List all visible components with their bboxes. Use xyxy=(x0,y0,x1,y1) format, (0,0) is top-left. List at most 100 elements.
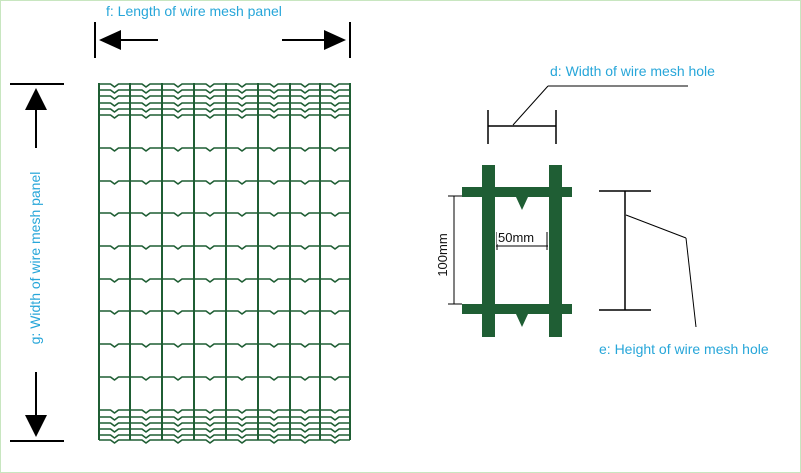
horizontal-wire xyxy=(130,310,162,315)
horizontal-wire xyxy=(258,428,290,433)
horizontal-wire xyxy=(290,102,320,107)
horizontal-wire xyxy=(290,422,320,427)
hole-detail: d: Width of wire mesh hole 50mm 100mm e:… xyxy=(435,63,769,357)
horizontal-wire xyxy=(130,434,162,439)
horizontal-wire xyxy=(258,108,290,113)
horizontal-wire xyxy=(162,147,194,152)
horizontal-wire xyxy=(320,416,350,421)
inner-width-label-bg xyxy=(497,229,545,244)
hole-height-leader-lower xyxy=(685,237,697,328)
inner-width-dim-label: 50mm xyxy=(498,230,534,245)
horizontal-wire xyxy=(258,114,290,119)
horizontal-wire xyxy=(99,180,130,185)
horizontal-wire xyxy=(130,422,162,427)
horizontal-wire xyxy=(226,147,258,152)
horizontal-wire xyxy=(320,428,350,433)
horizontal-wire xyxy=(258,95,290,100)
horizontal-wire xyxy=(99,428,130,433)
horizontal-wire xyxy=(130,89,162,94)
horizontal-wire xyxy=(130,102,162,107)
horizontal-wire xyxy=(258,102,290,107)
horizontal-wire xyxy=(258,439,290,444)
horizontal-wire xyxy=(130,147,162,152)
horizontal-wire xyxy=(290,83,320,88)
horizontal-wire xyxy=(162,434,194,439)
horizontal-wire xyxy=(194,83,226,88)
panel-width-dimension: g: Width of wire mesh panel xyxy=(10,83,64,442)
horizontal-wire xyxy=(320,245,350,250)
horizontal-wire xyxy=(162,108,194,113)
hole-width-leader xyxy=(512,85,549,126)
horizontal-wire xyxy=(130,439,162,444)
horizontal-wire xyxy=(226,434,258,439)
horizontal-wire xyxy=(320,89,350,94)
horizontal-wire xyxy=(320,180,350,185)
horizontal-wire xyxy=(320,102,350,107)
horizontal-wire xyxy=(290,376,320,381)
horizontal-wire xyxy=(130,416,162,421)
horizontal-wire xyxy=(130,245,162,250)
horizontal-wire xyxy=(226,212,258,217)
hole-bottom-horizontal-wire xyxy=(462,304,572,314)
inner-height-dim-label: 100mm xyxy=(435,233,450,276)
horizontal-wire xyxy=(99,114,130,119)
horizontal-wire xyxy=(258,147,290,152)
horizontal-wire xyxy=(226,439,258,444)
horizontal-wire xyxy=(290,114,320,119)
horizontal-wire xyxy=(226,310,258,315)
horizontal-wire xyxy=(99,409,130,414)
horizontal-wire xyxy=(130,409,162,414)
horizontal-wire xyxy=(226,376,258,381)
horizontal-wire xyxy=(290,416,320,421)
horizontal-wire xyxy=(194,434,226,439)
horizontal-wire xyxy=(130,428,162,433)
horizontal-wire xyxy=(226,245,258,250)
horizontal-wire xyxy=(194,416,226,421)
horizontal-wire xyxy=(130,278,162,283)
horizontal-wire xyxy=(320,147,350,152)
horizontal-wire xyxy=(320,278,350,283)
horizontal-wire xyxy=(162,212,194,217)
horizontal-wire xyxy=(99,245,130,250)
horizontal-wire xyxy=(194,376,226,381)
length-right-arrowhead xyxy=(324,30,346,50)
horizontal-wire xyxy=(194,180,226,185)
horizontal-wire xyxy=(226,278,258,283)
horizontal-wire xyxy=(320,422,350,427)
horizontal-wire xyxy=(162,310,194,315)
horizontal-wire xyxy=(162,428,194,433)
horizontal-wire xyxy=(162,422,194,427)
horizontal-wire xyxy=(194,102,226,107)
horizontal-wire xyxy=(162,439,194,444)
horizontal-wire xyxy=(194,278,226,283)
horizontal-wire xyxy=(162,89,194,94)
horizontal-wire xyxy=(194,89,226,94)
horizontal-wire xyxy=(99,310,130,315)
horizontal-wire xyxy=(258,310,290,315)
horizontal-wire xyxy=(226,180,258,185)
horizontal-wire xyxy=(162,416,194,421)
horizontal-wire xyxy=(99,108,130,113)
horizontal-wire xyxy=(130,376,162,381)
wire-mesh-panel xyxy=(98,83,351,444)
horizontal-wire xyxy=(226,343,258,348)
horizontal-wire xyxy=(194,409,226,414)
hole-top-horizontal-wire xyxy=(462,187,572,197)
horizontal-wire xyxy=(194,147,226,152)
horizontal-wire xyxy=(194,114,226,119)
horizontal-wire xyxy=(320,310,350,315)
horizontal-wire xyxy=(226,108,258,113)
horizontal-wire xyxy=(258,416,290,421)
horizontal-wire xyxy=(226,83,258,88)
hole-top-wire-bend xyxy=(516,197,528,210)
horizontal-wire xyxy=(130,212,162,217)
horizontal-wire xyxy=(99,439,130,444)
horizontal-wire xyxy=(194,108,226,113)
horizontal-wire xyxy=(258,409,290,414)
horizontal-wire xyxy=(99,376,130,381)
horizontal-wire xyxy=(290,343,320,348)
horizontal-wire xyxy=(290,428,320,433)
horizontal-wire xyxy=(320,114,350,119)
horizontal-wire xyxy=(258,376,290,381)
